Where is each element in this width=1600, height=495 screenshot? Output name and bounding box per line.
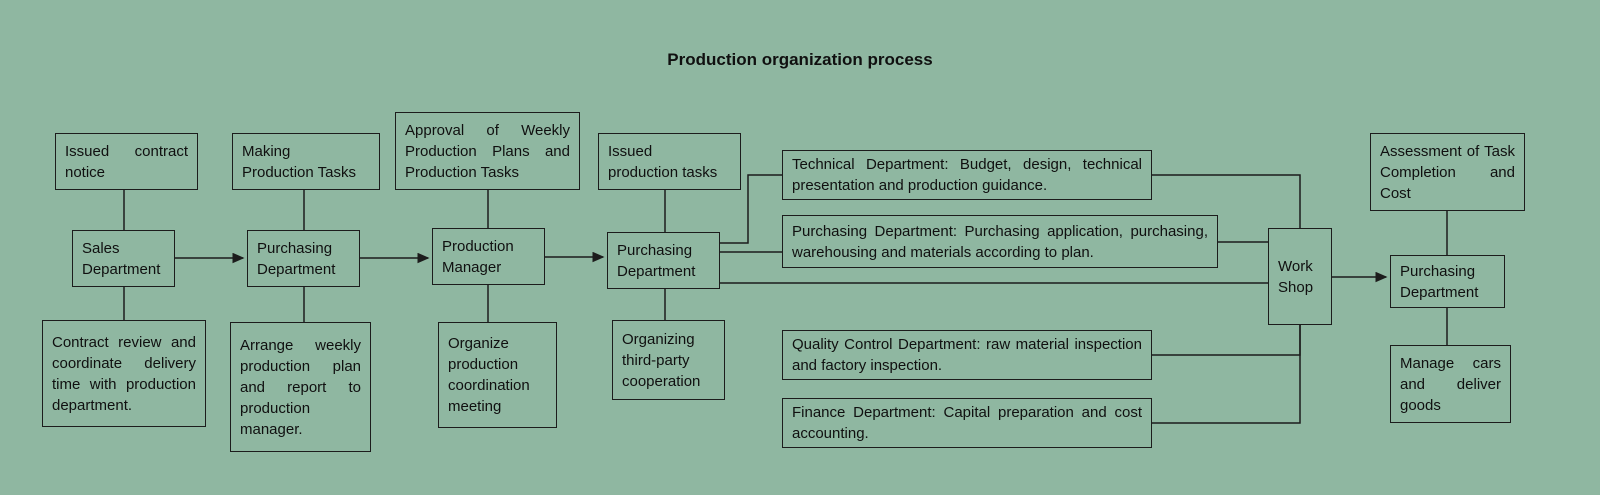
node-sales-department: Sales Department: [72, 230, 175, 287]
node-finance-department-label: Finance Department: Capital preparation …: [792, 404, 1142, 442]
node-technical-department: Technical Department: Budget, design, te…: [782, 150, 1152, 200]
node-purchasing-department-planning: Purchasing Department: [247, 230, 360, 287]
node-arrange-weekly-plan-label: Arrange weekly production plan and repor…: [240, 336, 361, 438]
node-contract-review-label: Contract review and coordinate delivery …: [52, 333, 196, 414]
node-purchasing-department-planning-label: Purchasing Department: [257, 239, 336, 278]
node-work-shop-label: Work Shop: [1278, 257, 1314, 296]
node-approval-weekly-plans: Approval of Weekly Production Plans and …: [395, 112, 580, 190]
node-organize-coordination-meeting-label: Organize production coordination meeting: [448, 335, 530, 415]
node-sales-department-label: Sales Department: [82, 239, 161, 278]
link-finance-to-workshop: [1152, 325, 1301, 424]
link-quality-to-workshop: [1152, 325, 1301, 356]
node-purchasing-department-execution-label: Purchasing Department: [617, 241, 696, 280]
node-purchasing-department-wide-label: Purchasing Department: Purchasing applic…: [792, 222, 1208, 261]
node-manage-cars: Manage cars and deliver goods: [1390, 345, 1511, 423]
node-manage-cars-label: Manage cars and deliver goods: [1400, 354, 1501, 414]
node-making-production-tasks: Making Production Tasks: [232, 133, 380, 190]
node-organizing-third-party-label: Organizing third-party cooperation: [622, 330, 701, 390]
node-quality-control-department: Quality Control Department: raw material…: [782, 330, 1152, 380]
link-technical-to-workshop: [1152, 174, 1301, 228]
node-work-shop: Work Shop: [1268, 228, 1332, 325]
node-production-manager: Production Manager: [432, 228, 545, 285]
node-assessment: Assessment of Task Completion and Cost: [1370, 133, 1525, 211]
node-technical-department-label: Technical Department: Budget, design, te…: [792, 156, 1142, 194]
node-issued-contract-notice: Issued contract notice: [55, 133, 198, 190]
node-making-production-tasks-label: Making Production Tasks: [242, 142, 356, 181]
node-organizing-third-party: Organizing third-party cooperation: [612, 320, 725, 400]
node-purchasing-department-wide: Purchasing Department: Purchasing applic…: [782, 215, 1218, 268]
node-purchasing-department-execution: Purchasing Department: [607, 232, 720, 289]
node-assessment-label: Assessment of Task Completion and Cost: [1380, 142, 1515, 202]
node-contract-review: Contract review and coordinate delivery …: [42, 320, 206, 427]
node-purchasing-department-delivery-label: Purchasing Department: [1400, 262, 1479, 301]
node-issued-production-tasks-label: Issued production tasks: [608, 142, 718, 181]
node-approval-weekly-plans-label: Approval of Weekly Production Plans and …: [405, 121, 570, 181]
node-quality-control-department-label: Quality Control Department: raw material…: [792, 336, 1142, 374]
node-finance-department: Finance Department: Capital preparation …: [782, 398, 1152, 448]
node-organize-coordination-meeting: Organize production coordination meeting: [438, 322, 557, 428]
node-arrange-weekly-plan: Arrange weekly production plan and repor…: [230, 322, 371, 452]
node-issued-production-tasks: Issued production tasks: [598, 133, 741, 190]
node-issued-contract-notice-label: Issued contract notice: [65, 142, 188, 181]
page-title: Production organization process: [667, 50, 933, 69]
node-purchasing-department-delivery: Purchasing Department: [1390, 255, 1505, 308]
node-production-manager-label: Production Manager: [442, 237, 514, 276]
link-purchasing-to-technical: [720, 174, 782, 244]
